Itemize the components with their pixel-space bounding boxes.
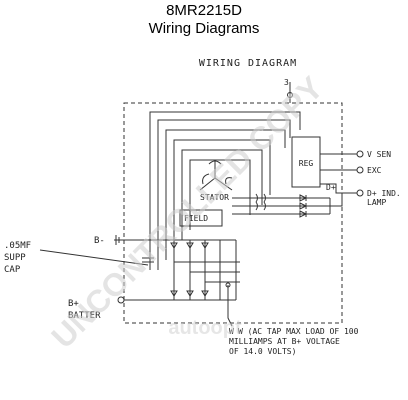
lamp-label: LAMP [367,198,386,207]
stator-winding [199,160,233,191]
w-tap-node [225,282,231,288]
regulator-box [291,136,321,188]
d-plus-ind-label: D+ IND. [367,189,401,198]
d-plus-inner-label: D+ [326,183,336,192]
loop-wire-4 [173,139,271,250]
loop-wire-1 [149,111,301,270]
loop-wire-5 [181,149,263,240]
rectifier-bridge [150,239,240,301]
d-plus-wire [320,183,357,194]
b-plus-terminal[interactable] [117,296,125,304]
document-subtitle: Wiring Diagrams [148,20,260,37]
top-terminal-label: 3 [284,78,289,87]
exc-label: EXC [367,166,382,175]
loop-wire-6 [189,159,251,230]
note-line-3: OF 14.0 VOLTS) [229,347,296,356]
battery-label: BATTER [68,311,101,321]
capacitor-leader [39,249,149,266]
top-terminal [287,92,293,98]
exc-terminal[interactable] [356,166,364,174]
cap-label-value: .05MF [4,241,31,251]
loop-wire-3 [165,129,286,260]
diode-trio [299,194,308,218]
field-label: FIELD [184,214,208,223]
phase-crossovers [255,193,266,211]
note-line-1: W (AC TAP MAX LOAD OF 100 [238,327,359,336]
cap-label-cap: CAP [4,265,21,275]
v-sen-terminal[interactable] [356,150,364,158]
diagram-heading: WIRING DIAGRAM [199,58,297,69]
cap-label-supp: SUPP [4,253,26,263]
d-plus-terminal[interactable] [356,189,364,197]
field-box [179,209,223,227]
brand-watermark: autoopt [168,317,242,339]
w-tap-lead [227,285,233,327]
regulator-label: REG [299,159,314,168]
stator-label: STATOR [200,193,229,202]
loop-wire-2 [157,119,291,270]
v-sen-label: V SEN [367,150,391,159]
d-plus-bus-join [329,193,343,214]
document-title: 8MR2215D [166,2,242,19]
b-plus-label: B+ [68,299,79,309]
w-terminal-label: W [229,327,234,336]
alternator-housing-outline [123,102,343,324]
note-line-2: MILLIAMPS AT B+ VOLTAGE [229,337,340,346]
b-minus-label: B- [94,236,105,246]
